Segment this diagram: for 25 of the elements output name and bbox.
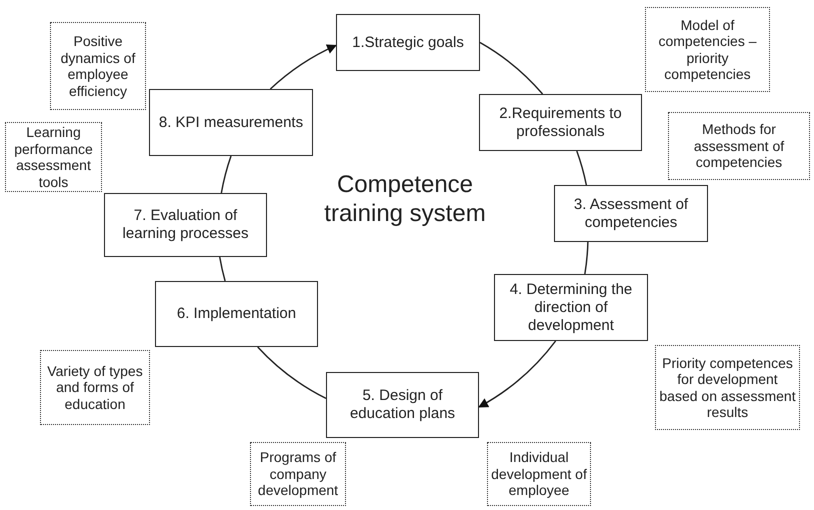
note-box: Priority competences for development based on assessment results: [655, 345, 800, 430]
note-box: Methods for assessment of competencies: [668, 112, 810, 180]
process-box: 2.Requirements to professionals: [479, 94, 642, 151]
note-box: Learning performance assessment tools: [5, 122, 102, 192]
process-box: 3. Assessment of competencies: [554, 185, 708, 242]
connector-line: [220, 156, 232, 194]
note-box: Variety of types and forms of education: [40, 350, 150, 425]
connector-line: [257, 346, 326, 400]
connector-line: [584, 242, 589, 274]
process-box: 8. KPI measurements: [149, 89, 313, 156]
connector-line: [219, 256, 226, 282]
note-box: Positive dynamics of employee efficiency: [50, 22, 146, 110]
process-box: 6. Implementation: [155, 281, 318, 347]
connector-line: [480, 42, 544, 94]
process-box: 7. Evaluation of learning processes: [104, 193, 267, 257]
note-box: Programs of company development: [250, 442, 346, 506]
process-box: 5. Design of education plans: [326, 372, 479, 438]
note-box: Model of competencies – priority competencies: [645, 7, 770, 92]
process-box: 1.Strategic goals: [336, 14, 480, 71]
arrow: [478, 340, 556, 408]
connector-line: [576, 150, 588, 186]
diagram-title: Competence training system: [323, 170, 487, 228]
process-box: 4. Determining the direction of development: [494, 274, 648, 341]
arrow: [270, 44, 337, 90]
note-box: Individual development of employee: [487, 442, 591, 506]
